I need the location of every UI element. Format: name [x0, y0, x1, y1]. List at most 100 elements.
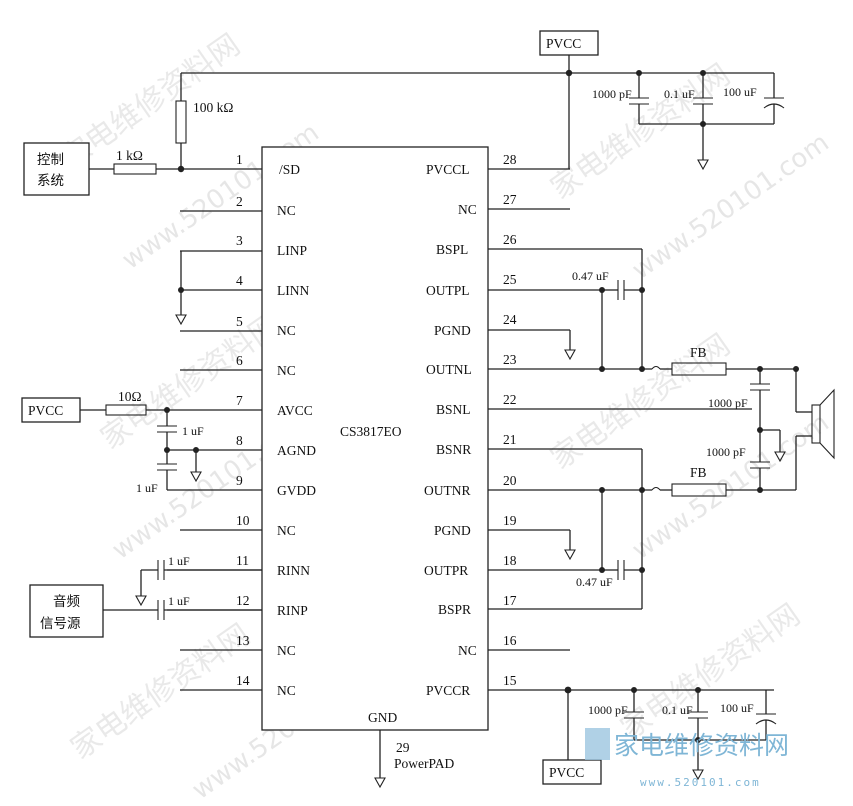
pin-name: BSPL: [436, 242, 468, 257]
pin-name: AGND: [277, 443, 316, 458]
pin-number: 28: [503, 152, 517, 167]
pin-name: OUTPR: [424, 563, 468, 578]
pin-name: GVDD: [277, 483, 316, 498]
cap-avcc-label: 1 uF: [182, 424, 204, 438]
pvcc-left-label: PVCC: [28, 403, 63, 418]
ic-name: CS3817EO: [340, 424, 402, 439]
audio-source-box: [29, 584, 104, 638]
pin-number: 3: [236, 233, 243, 248]
pin-number: 21: [503, 432, 517, 447]
right-pin-labels: 28 PVCCL 27 NC 26 BSPL 25 OUTPL 24 PGND …: [424, 152, 517, 698]
pvcc-top: PVCC: [539, 30, 599, 56]
pin-name: RINN: [277, 563, 310, 578]
pin-number: 27: [503, 192, 517, 207]
pin-number: 10: [236, 513, 250, 528]
pin-number: 8: [236, 433, 243, 448]
pin-number: 24: [503, 312, 517, 327]
pvcc-top-box: [539, 30, 599, 56]
right-channel-output: 0.47 uF FB 1000 pF: [564, 427, 796, 609]
watermark-text: 家电维修资料网: [65, 617, 257, 766]
pin-name: NC: [458, 202, 477, 217]
pin-name: PGND: [434, 523, 471, 538]
pin-name: NC: [277, 643, 296, 658]
pin-name: NC: [277, 363, 296, 378]
right-pin-lines: [488, 168, 752, 691]
pin-number: 15: [503, 673, 517, 688]
control-system-label: 系统: [37, 173, 64, 188]
logo-url: www.520101.com: [640, 776, 761, 789]
cap-out-r-label: 1000 pF: [706, 445, 746, 459]
bottom-decoupling: 1000 pF 0.1 uF 100 uF PVCC: [542, 686, 777, 785]
cap-out-l-label: 1000 pF: [708, 396, 748, 410]
powerpad-ground: 29 PowerPAD: [374, 730, 455, 789]
top-decoupling: 1000 pF 0.1 uF 100 uF: [592, 70, 785, 171]
audio-source-label: 音频: [53, 593, 80, 609]
control-system-box: [23, 142, 90, 196]
cap-bsl-label: 0.47 uF: [572, 269, 609, 283]
pin-number: 16: [503, 633, 517, 648]
shutdown-network: 1 kΩ 100 kΩ: [89, 55, 774, 175]
pin-name: PVCCR: [426, 683, 470, 698]
watermark-url: www.520101.com: [627, 408, 835, 566]
pin-number: 25: [503, 272, 517, 287]
audio-source-block: 音频 信号源 1 uF 1 uF: [29, 554, 262, 638]
resistor-1k-label: 1 kΩ: [116, 148, 143, 163]
cap-bot-01uf-label: 0.1 uF: [662, 703, 693, 717]
pin-number: 18: [503, 553, 517, 568]
ic-body: [261, 146, 489, 731]
pin-number: 19: [503, 513, 517, 528]
pvcc-bottom-label: PVCC: [549, 765, 584, 780]
pvcc-bottom-box: [542, 759, 602, 785]
pvcc-top-label: PVCC: [546, 36, 581, 51]
pin-name: /SD: [279, 162, 300, 177]
pin-name: BSNL: [436, 402, 471, 417]
pin-number: 6: [236, 353, 243, 368]
pin-number: 14: [236, 673, 250, 688]
pvcc-avcc-block: PVCC 10Ω 1 uF 1 uF: [21, 389, 204, 495]
pin-number: 1: [236, 152, 243, 167]
pin-number: 11: [236, 553, 249, 568]
pin-number: 2: [236, 194, 243, 209]
pin-name: NC: [277, 683, 296, 698]
cap-top-01uf-label: 0.1 uF: [664, 87, 695, 101]
pin-name: NC: [277, 203, 296, 218]
left-pin-labels: 1 /SD 2 NC 3 LINP 4 LINN 5 NC 6 NC 7 AVC…: [236, 152, 316, 698]
powerpad-number: 29: [396, 740, 410, 755]
pin-number: 9: [236, 473, 243, 488]
cap-gvdd-label: 1 uF: [136, 481, 158, 495]
audio-source-label: 信号源: [40, 616, 81, 631]
logo-mark-icon: [585, 728, 610, 760]
pin-name: OUTNL: [426, 362, 472, 377]
pin-name: NC: [277, 523, 296, 538]
logo-text: 家电维修资料网: [614, 731, 789, 760]
cap-rinp-label: 1 uF: [168, 594, 190, 608]
pin-name: BSPR: [438, 602, 471, 617]
pin-number: 12: [236, 593, 250, 608]
cap-top-1000pf-label: 1000 pF: [592, 87, 632, 101]
pin-number: 17: [503, 593, 517, 608]
resistor-10ohm-label: 10Ω: [118, 389, 142, 404]
site-logo: 家电维修资料网 www.520101.com: [585, 728, 789, 789]
pin-name: OUTNR: [424, 483, 471, 498]
ferrite-bead-right-label: FB: [690, 465, 707, 480]
pin-name: BSNR: [436, 442, 471, 457]
cap-bsr-label: 0.47 uF: [576, 575, 613, 589]
control-system-label: 控制: [37, 152, 64, 167]
watermark-text: 家电维修资料网: [615, 597, 807, 746]
resistor-1k: [113, 163, 157, 175]
pin-number: 22: [503, 392, 517, 407]
pin-name: PVCCL: [426, 162, 470, 177]
pin-name: NC: [458, 643, 477, 658]
cap-bot-1000pf-label: 1000 pF: [588, 703, 628, 717]
pin-number: 23: [503, 352, 517, 367]
cap-top-100uf-label: 100 uF: [723, 85, 757, 99]
linp-linn-ground: [175, 251, 187, 326]
cap-rinn-label: 1 uF: [168, 554, 190, 568]
pin-name: PGND: [434, 323, 471, 338]
ic-gnd-label: GND: [368, 710, 397, 725]
pin-number: 4: [236, 273, 243, 288]
pin-name: AVCC: [277, 403, 313, 418]
pin-number: 26: [503, 232, 517, 247]
pin-number: 5: [236, 314, 243, 329]
